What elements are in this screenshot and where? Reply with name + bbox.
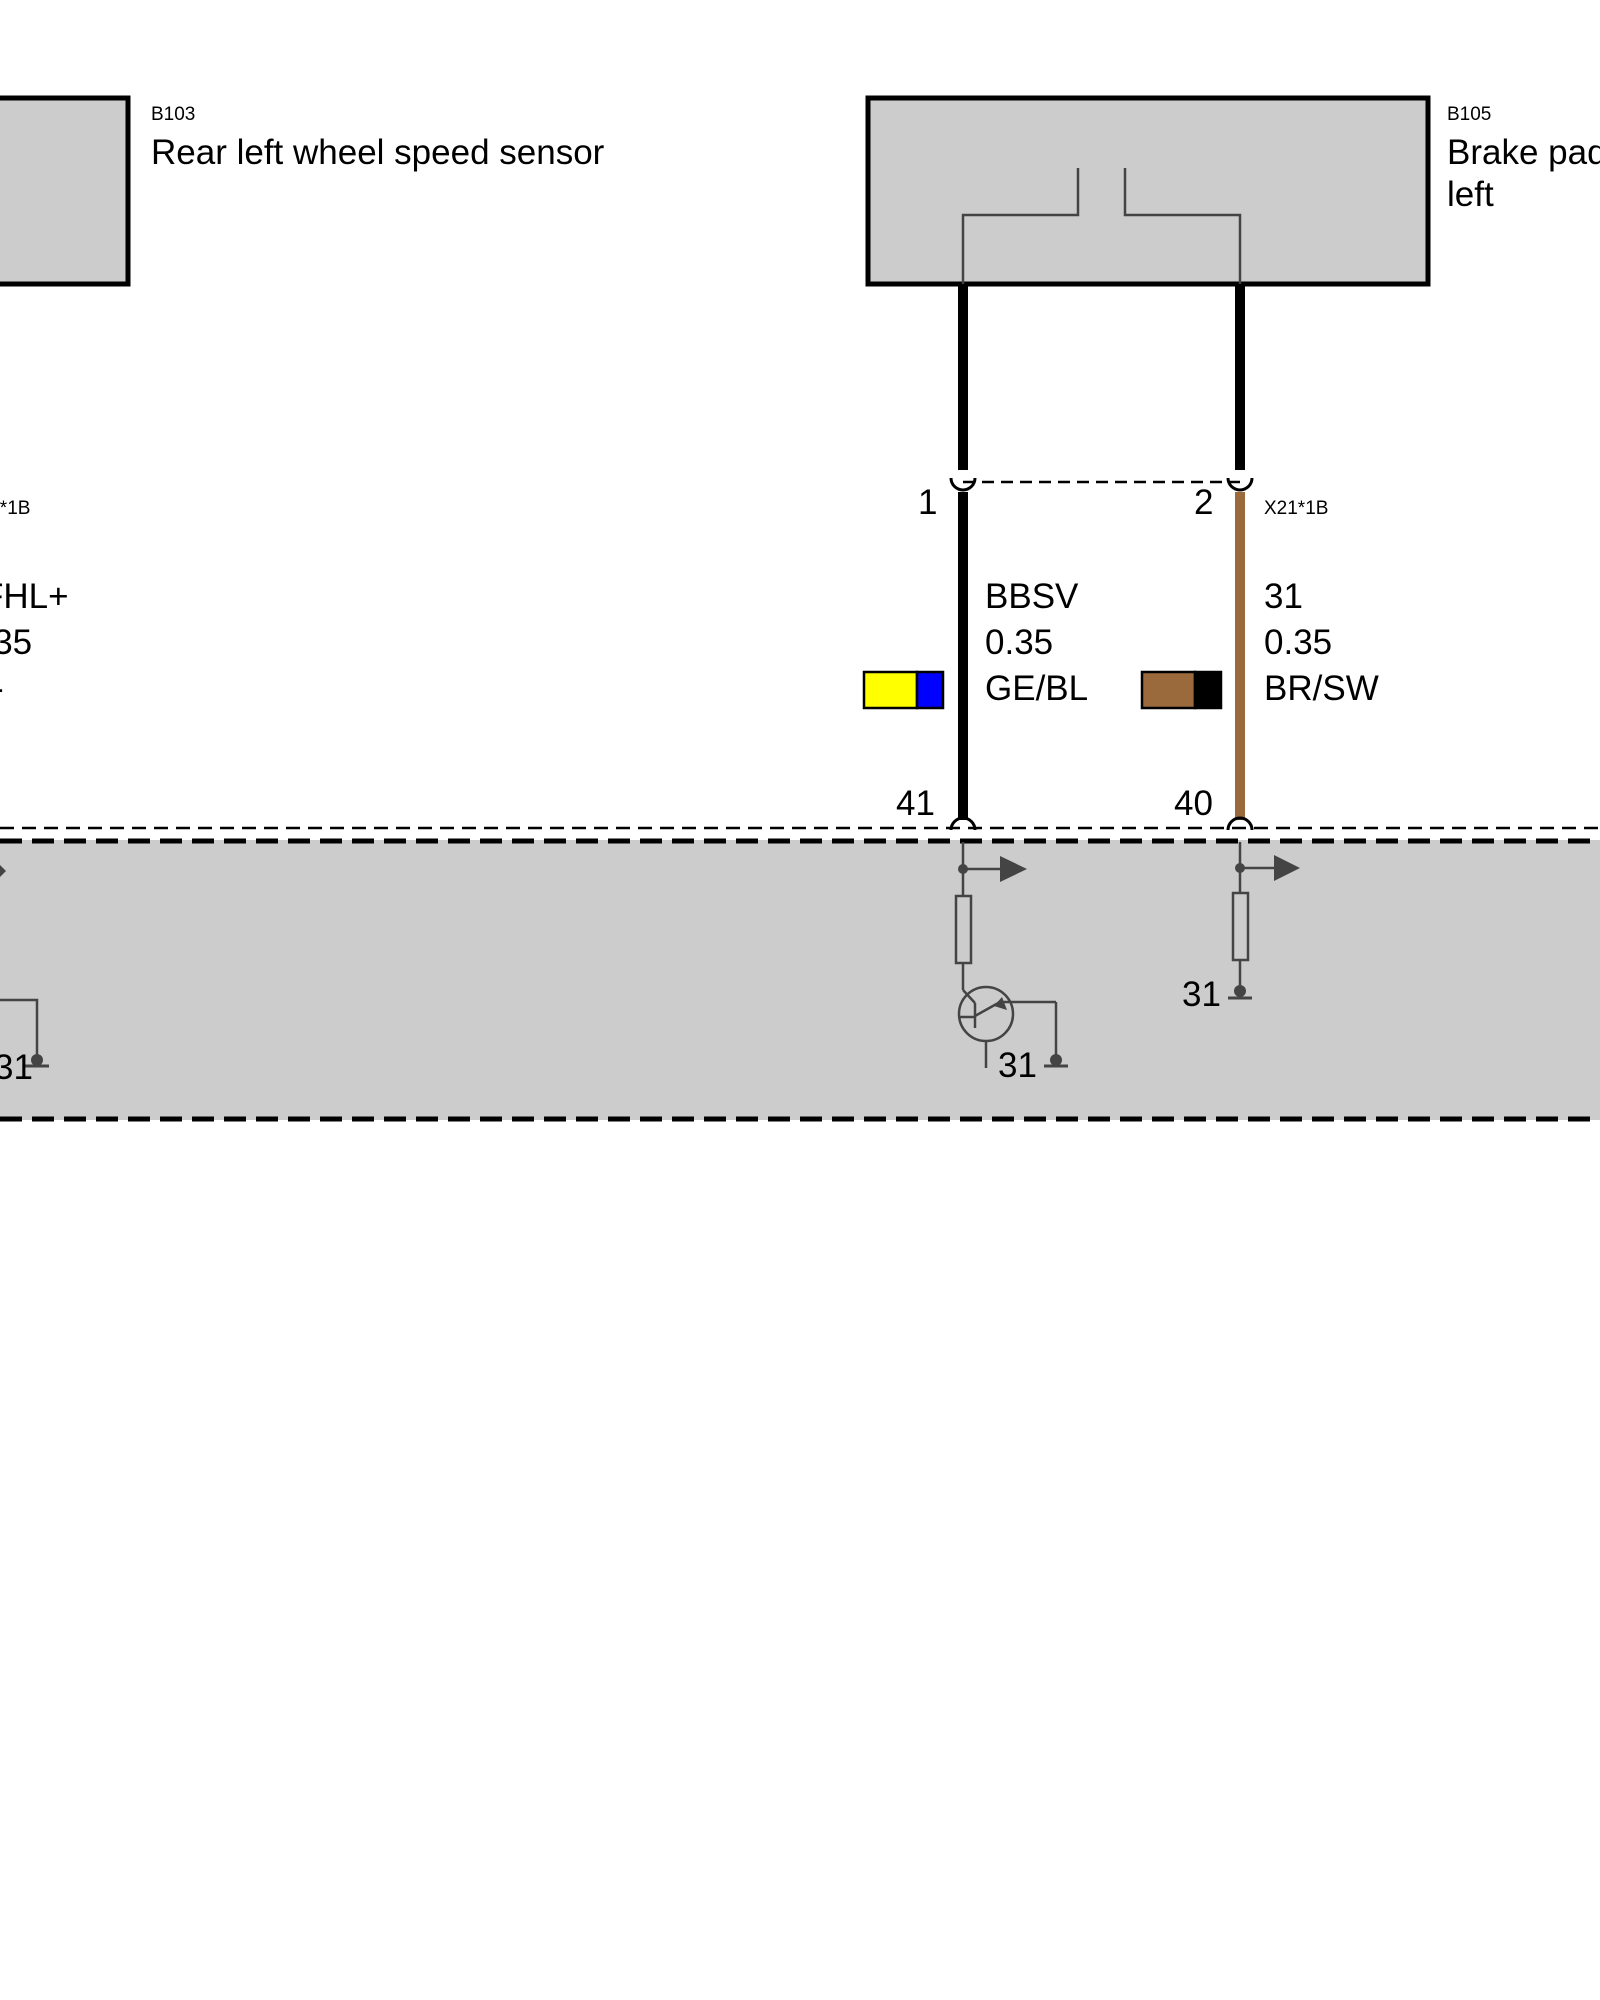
wire-bbsv-color-code: GE/BL xyxy=(985,669,1088,708)
pin-41-label: 41 xyxy=(896,784,935,823)
pin-40-terminal xyxy=(1226,816,1254,831)
b105-name-line1: Brake pad xyxy=(1447,133,1600,172)
arrow-pin-41-icon xyxy=(1000,856,1027,882)
control-unit-body xyxy=(0,840,1600,1120)
left-arrow-icon xyxy=(0,865,6,877)
left-wire-labels: X21*1B FHL+ 0.35 - xyxy=(0,498,69,708)
connector-x21-label: X21*1B xyxy=(1264,498,1328,519)
control-unit xyxy=(0,826,1600,1122)
pin-2-label: 2 xyxy=(1194,483,1213,522)
left-ground-dot xyxy=(31,1054,43,1066)
b105-code: B105 xyxy=(1447,104,1491,125)
wire-bbsv: 1 41 BBSV 0.35 GE/BL xyxy=(862,284,1088,831)
wire-31-color-code: BR/SW xyxy=(1264,669,1379,708)
ground-dot-pin-40 xyxy=(1234,985,1246,997)
ground-label-pin-41: 31 xyxy=(998,1046,1037,1085)
b105-name-line2: left xyxy=(1447,175,1494,214)
arrow-pin-40-icon xyxy=(1274,855,1300,881)
node-pin-41 xyxy=(958,864,968,874)
left-wire-signal: FHL+ xyxy=(0,577,69,616)
pin-41-terminal xyxy=(949,816,977,831)
wire-bbsv-color-swatch xyxy=(862,670,945,710)
wire-31-color-swatch xyxy=(1140,670,1223,710)
wire-bbsv-size: 0.35 xyxy=(985,623,1053,662)
node-pin-40 xyxy=(1235,863,1245,873)
pin-1-label: 1 xyxy=(918,483,937,522)
b103-box xyxy=(0,95,131,287)
b103-code: B103 xyxy=(151,104,195,125)
left-connector-label: X21*1B xyxy=(0,498,30,519)
left-ground-label: 31 xyxy=(0,1048,33,1087)
b105-internal-contact xyxy=(961,168,1242,284)
ground-dot-pin-41 xyxy=(1050,1054,1062,1066)
b105-box xyxy=(865,95,1431,287)
left-circuit-wire xyxy=(0,998,39,1058)
ground-label-pin-40: 31 xyxy=(1182,975,1221,1014)
pin-40-label: 40 xyxy=(1174,784,1213,823)
pin-2-terminal xyxy=(1226,477,1254,492)
left-wire-size: 0.35 xyxy=(0,623,32,662)
wire-31-signal: 31 xyxy=(1264,577,1303,616)
pin-1-terminal xyxy=(949,477,977,492)
left-wire-color-code: - xyxy=(0,669,4,708)
transistor-emitter-arrow xyxy=(994,997,1007,1010)
component-b103: B103 Rear left wheel speed sensor xyxy=(0,95,605,287)
component-b105: B105 Brake pad left xyxy=(865,95,1600,287)
wire-bbsv-signal: BBSV xyxy=(985,577,1079,616)
wire-31: 2 40 31 0.35 BR/SW xyxy=(1140,284,1379,831)
wire-31-size: 0.35 xyxy=(1264,623,1332,662)
b103-name: Rear left wheel speed sensor xyxy=(151,133,605,172)
